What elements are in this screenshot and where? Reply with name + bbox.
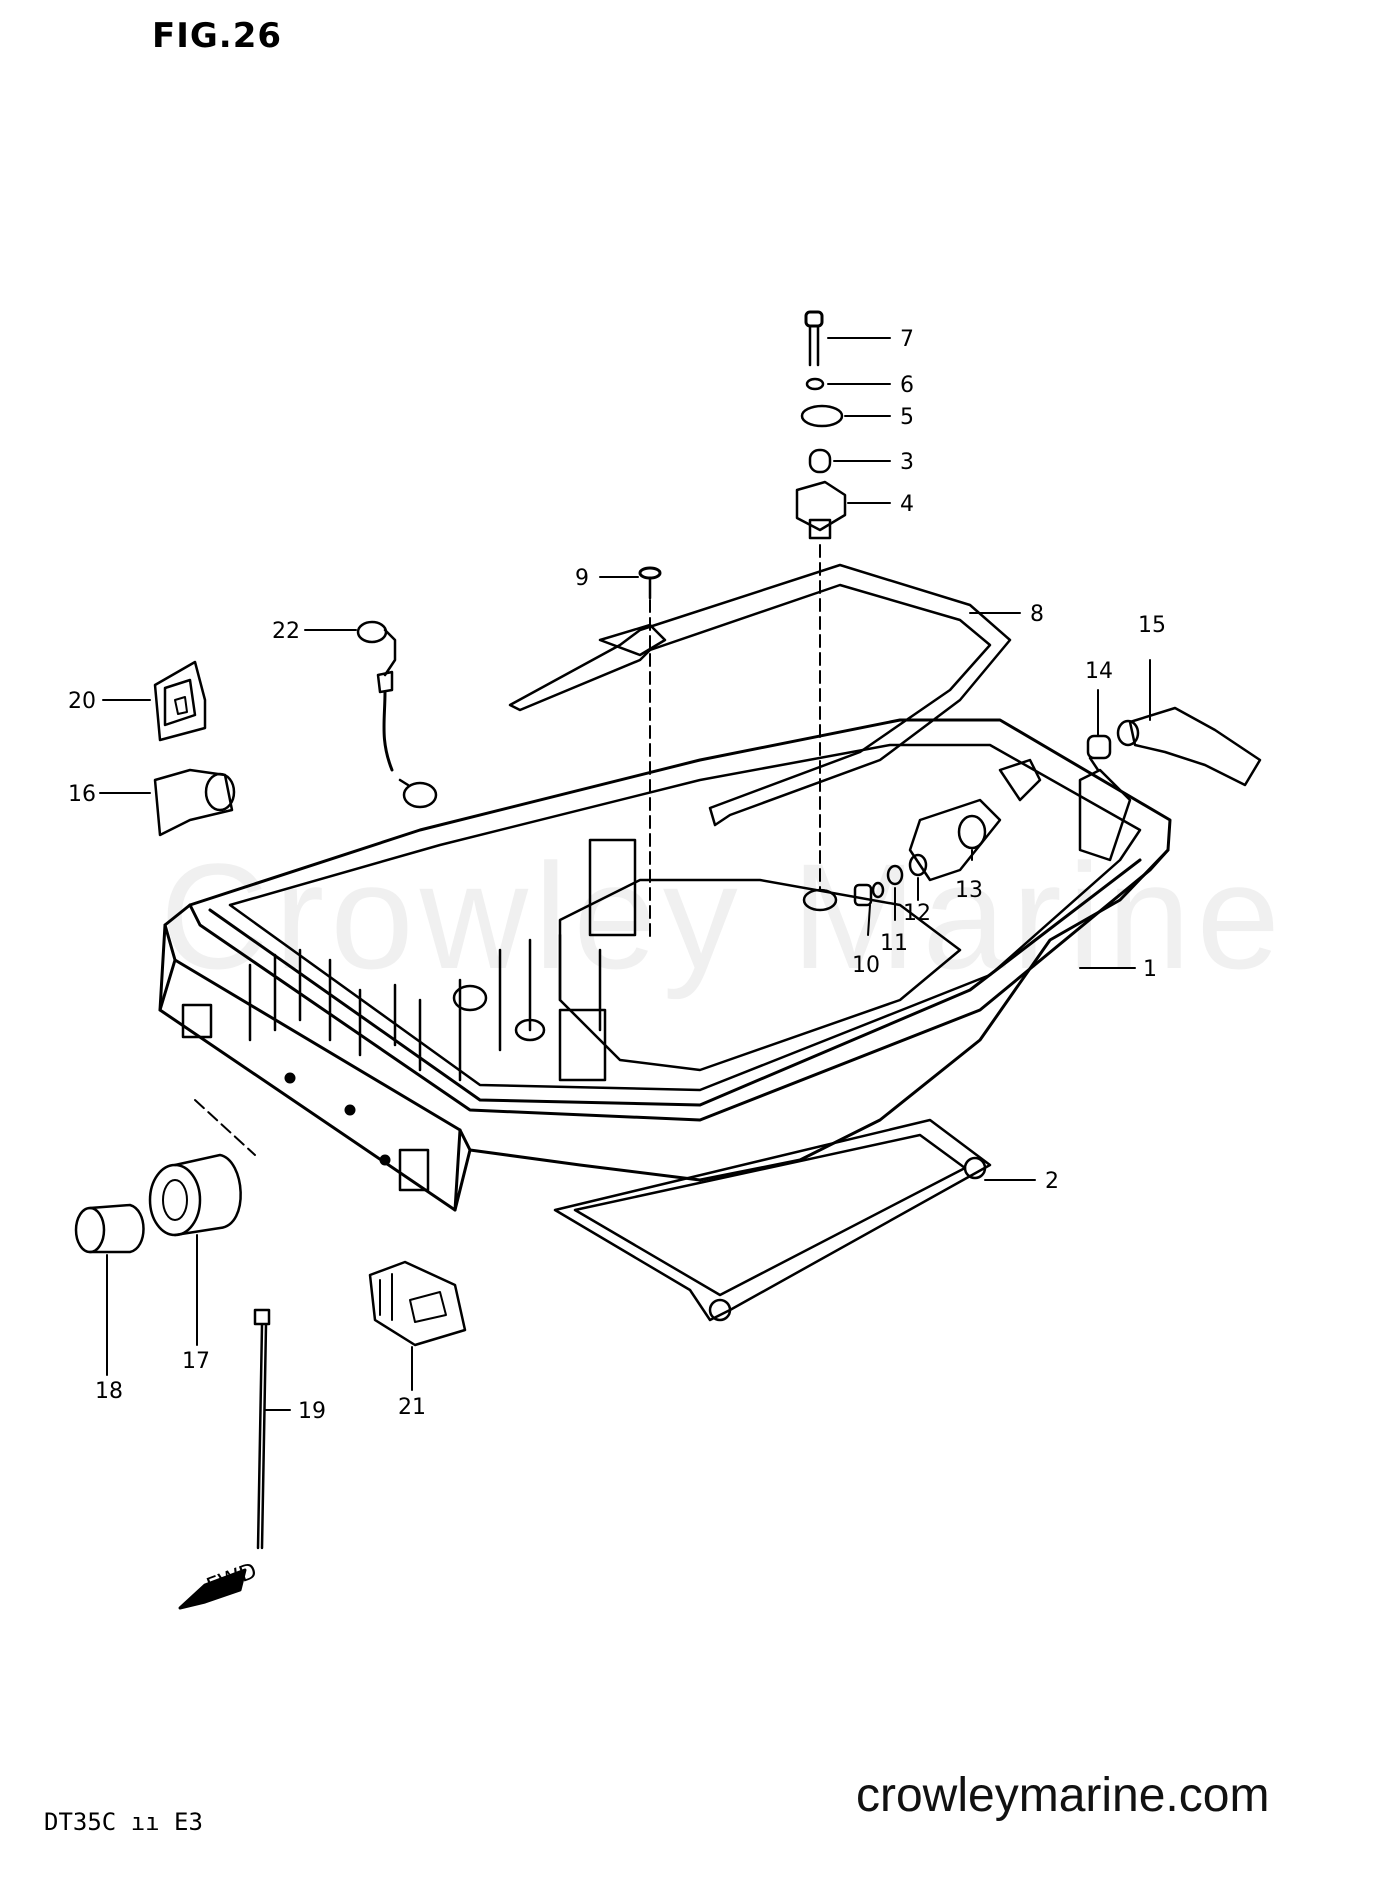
fwd-arrow (178, 1568, 247, 1610)
callout-6: 6 (900, 373, 914, 398)
grommet-21 (368, 1260, 467, 1347)
callout-18: 18 (95, 1379, 123, 1404)
grommet-18 (74, 1203, 145, 1254)
model-code: DT35C ıı E3 (44, 1808, 203, 1836)
part-14 (1086, 734, 1112, 772)
figure-title: FIG.26 (152, 16, 283, 56)
callout-1: 1 (1143, 957, 1157, 982)
bottom-seal (553, 1118, 992, 1322)
callout-21: 21 (398, 1395, 426, 1420)
callout-14: 14 (1085, 659, 1113, 684)
callout-4: 4 (900, 492, 914, 517)
callout-20: 20 (68, 689, 96, 714)
grommet-17 (148, 1099, 256, 1237)
leader-lines (99, 337, 1151, 1411)
callout-13: 13 (955, 878, 983, 903)
callout-9: 9 (575, 566, 589, 591)
callout-16: 16 (68, 782, 96, 807)
callout-10: 10 (852, 953, 880, 978)
callout-22: 22 (272, 619, 300, 644)
callout-8: 8 (1030, 602, 1044, 627)
grommet-16 (153, 768, 236, 837)
part-15-lever (1116, 706, 1262, 787)
ground-wire-22 (356, 620, 438, 809)
callout-15: 15 (1138, 613, 1166, 638)
footer-site-url: crowleymarine.com (856, 1769, 1270, 1822)
callout-numbers: 7 6 5 3 4 9 8 22 15 14 20 16 13 12 11 10… (68, 327, 1166, 1424)
callout-2: 2 (1045, 1169, 1059, 1194)
callout-5: 5 (900, 405, 914, 430)
callout-19: 19 (298, 1399, 326, 1424)
washers-10-13 (853, 814, 987, 907)
lower-cover-body (158, 718, 1172, 1212)
grommet-20 (153, 660, 207, 742)
screw-9 (638, 566, 662, 941)
callout-3: 3 (900, 450, 914, 475)
bolt-stack (795, 310, 847, 912)
callout-7: 7 (900, 327, 914, 352)
cable-tie-19 (253, 1308, 271, 1550)
callout-12: 12 (903, 901, 931, 926)
callout-11: 11 (880, 931, 908, 956)
callout-17: 17 (182, 1349, 210, 1374)
seal-strip (508, 563, 1012, 827)
